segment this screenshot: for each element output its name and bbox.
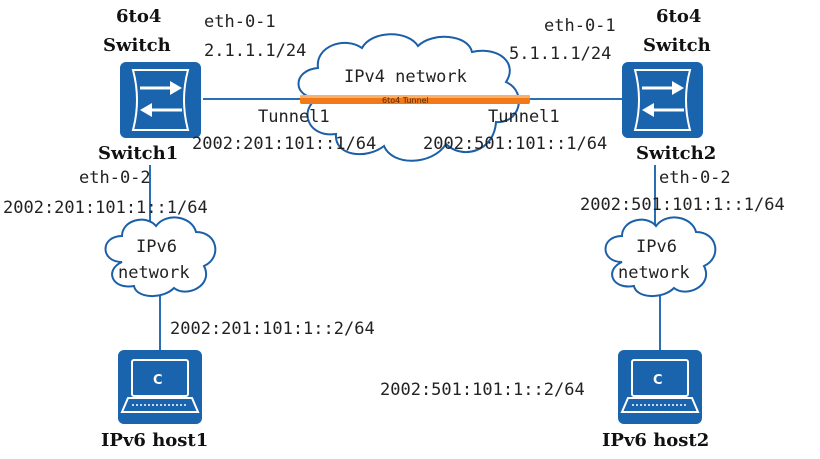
switch2-eth01-ip: 5.1.1.1/24: [509, 44, 611, 64]
switch2-eth02-name: eth-0-2: [659, 168, 731, 188]
switch2-tunnel-ip: 2002:501:101::1/64: [423, 134, 607, 154]
switch1-type-line2: Switch: [103, 35, 171, 56]
switch2-eth01-name: eth-0-1: [544, 16, 616, 36]
switch1-eth01-ip: 2.1.1.1/24: [204, 41, 306, 61]
switch1-tunnel-ip: 2002:201:101::1/64: [192, 134, 376, 154]
host1-ip: 2002:201:101:1::2/64: [170, 319, 375, 339]
ipv6-right-label-2: network: [618, 263, 690, 283]
switch2-eth02-ip: 2002:501:101:1::1/64: [580, 195, 785, 215]
host2-name: IPv6 host2: [602, 430, 709, 451]
ipv6-network-cloud-right: [604, 216, 717, 297]
switch2-name: Switch2: [636, 143, 716, 164]
switch1-type-line1: 6to4: [116, 6, 161, 27]
switch1-name: Switch1: [98, 143, 178, 164]
switch1-icon: [120, 62, 201, 138]
host1-name: IPv6 host1: [101, 430, 208, 451]
switch2-type-line1: 6to4: [656, 6, 701, 27]
switch1-eth02-ip: 2002:201:101:1::1/64: [3, 198, 208, 218]
tunnel-bar-highlight: [300, 95, 530, 98]
laptop-icon-host2: [618, 350, 702, 424]
host2-icon-letter: C: [653, 373, 663, 388]
ipv4-network-label: IPv4 network: [344, 67, 467, 87]
switch2-tunnel-name: Tunnel1: [488, 107, 560, 127]
laptop-icon-host1: [118, 350, 202, 424]
ipv6-left-label-2: network: [118, 263, 190, 283]
tunnel-label: 6to4 Tunnel: [382, 96, 429, 105]
switch1-eth01-name: eth-0-1: [204, 12, 276, 32]
switch2-type-line2: Switch: [643, 35, 711, 56]
ipv6-right-label-1: IPv6: [636, 237, 677, 257]
host1-icon-letter: C: [153, 373, 163, 388]
ipv6-left-label-1: IPv6: [136, 237, 177, 257]
switch1-tunnel-name: Tunnel1: [258, 107, 330, 127]
switch2-icon: [622, 62, 703, 138]
ipv6-network-cloud-left: [104, 216, 217, 297]
switch1-eth02-name: eth-0-2: [79, 168, 151, 188]
host2-ip: 2002:501:101:1::2/64: [380, 380, 585, 400]
